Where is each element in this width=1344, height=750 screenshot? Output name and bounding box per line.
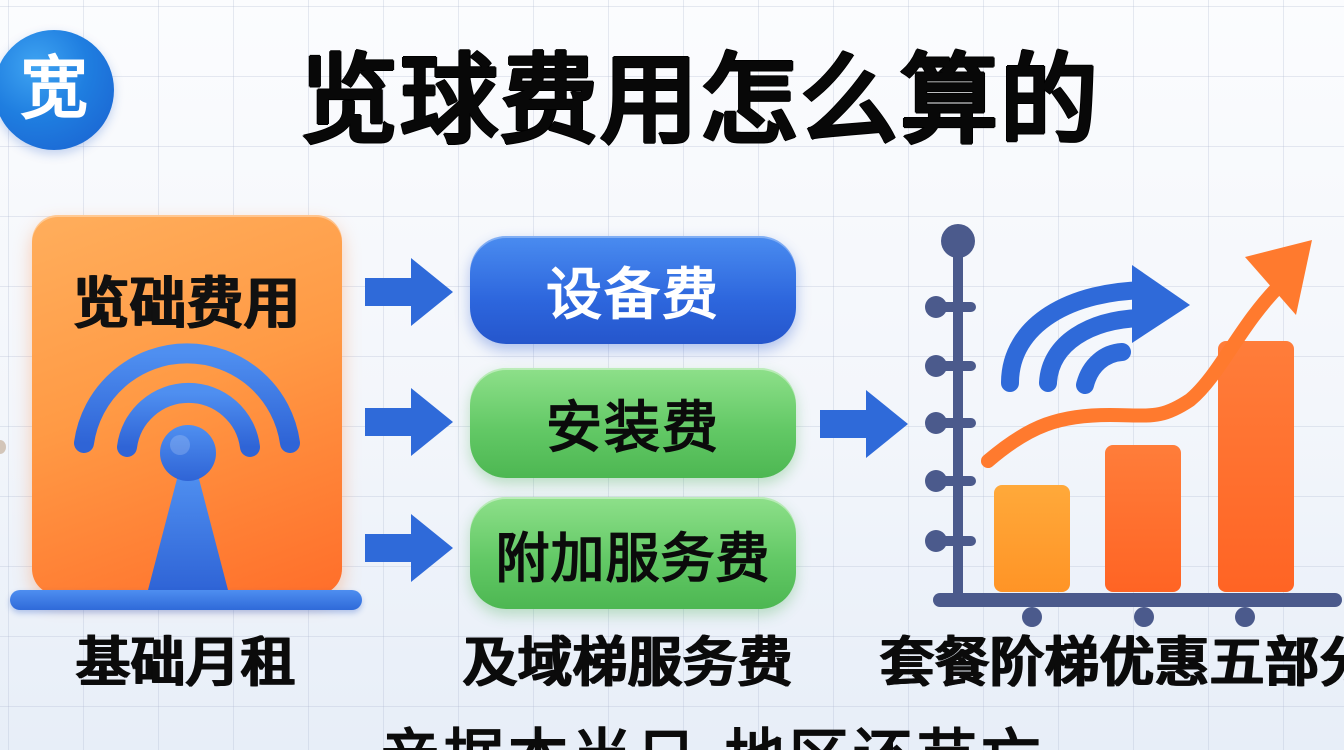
equipment-fee-pill: 设备费 [470, 236, 796, 344]
caption-package-discount: 套餐阶梯优惠五部分 [880, 631, 1344, 694]
decorative-dot [0, 440, 6, 454]
installation-fee-pill: 安装费 [470, 368, 796, 478]
bottom-cutoff-text: 亲据本当日 地区还苗亡 [380, 728, 1045, 750]
growth-bar-chart-icon [900, 215, 1344, 639]
caption-service-fee: 及域梯服务费 [463, 631, 793, 694]
base-platform [10, 590, 362, 610]
page-title: 览球费用怎么算的 [300, 44, 1101, 158]
wifi-antenna-icon [74, 343, 300, 590]
caption-base-rent: 基础月租 [76, 631, 296, 694]
arrow-right-icon [365, 388, 453, 456]
arrow-right-icon [365, 258, 453, 326]
installation-fee-label: 安装费 [546, 395, 720, 461]
base-fee-label: 览础费用 [73, 272, 301, 337]
base-fee-card: 览础费用 [32, 215, 342, 595]
arrow-right-icon [365, 514, 453, 582]
additional-service-fee-label: 附加服务费 [495, 526, 771, 590]
equipment-fee-label: 设备费 [546, 262, 720, 328]
additional-service-fee-pill: 附加服务费 [470, 497, 796, 609]
broadband-badge-icon: 宽 [0, 30, 114, 150]
arrow-right-icon [820, 390, 908, 458]
logo-char: 宽 [19, 50, 88, 129]
